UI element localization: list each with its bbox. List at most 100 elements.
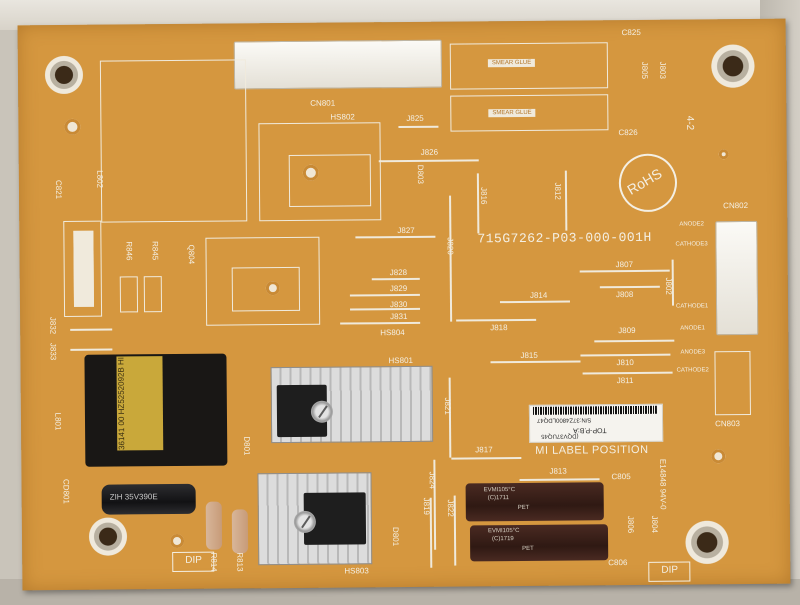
refdes-j804: J804 (650, 515, 660, 534)
label-cathode3: CATHODE3 (675, 241, 708, 248)
refdes-r846: R846 (124, 241, 134, 261)
cap-text-6: PET (522, 545, 534, 552)
resistor-r845-outline (143, 276, 163, 313)
ul-mark: E14848 94V-0 (658, 458, 668, 510)
refdes-c805: C805 (611, 472, 631, 482)
mounting-hole-top-right (707, 40, 759, 92)
label-anode3: ANODE3 (680, 349, 706, 356)
refdes-c806: C806 (608, 558, 628, 568)
resistor-r814 (205, 501, 223, 550)
connector-cn802 (715, 220, 759, 336)
refdes-q804: Q804 (186, 244, 196, 265)
refdes-d803: D803 (415, 164, 426, 184)
jumper-j815 (490, 360, 581, 364)
refdes-hs801: HS801 (388, 355, 413, 366)
refdes-cd801: CD801 (61, 478, 71, 504)
refdes-cn802: CN802 (723, 200, 749, 211)
jumper-j808 (599, 285, 660, 289)
refdes-d801: D801 (242, 436, 252, 456)
jumper-j810 (580, 353, 671, 357)
rohs-logo: RoHS (608, 143, 688, 223)
component-outline (288, 154, 372, 207)
refdes-j808: J808 (615, 289, 634, 300)
refdes-j818: J818 (490, 323, 508, 333)
jumper-j828 (371, 277, 420, 281)
corner-mark: 4-2 (684, 115, 696, 131)
refdes-cn801: CN801 (310, 98, 336, 108)
refdes-j807: J807 (615, 260, 634, 270)
jumper-j817 (451, 456, 522, 460)
connector-cn803-outline (714, 350, 751, 416)
capacitor-c806: EVMI105°C (C)1719 PET (469, 524, 609, 562)
rohs-text: RoHS (624, 165, 665, 198)
refdes-j820: J820 (445, 237, 455, 255)
refdes-l801: L801 (53, 412, 63, 431)
refdes-r813: R813 (235, 552, 245, 572)
refdes-l802: L802 (95, 170, 105, 189)
small-hole (711, 449, 726, 464)
cap-text-3: PET (517, 504, 530, 512)
dip-arrow-left: DIP (172, 551, 215, 573)
mounting-hole-bottom-right (681, 517, 733, 568)
refdes-j806: J806 (626, 515, 636, 534)
jumper-j833 (70, 348, 113, 351)
jumper-j818 (456, 318, 537, 322)
refdes-hs802: HS802 (330, 112, 355, 122)
refdes-j832: J832 (48, 316, 58, 335)
refdes-j814: J814 (529, 290, 548, 300)
refdes-j815: J815 (520, 350, 538, 360)
dip-arrow-right: DIP (648, 561, 691, 582)
jumper-j812 (564, 170, 568, 231)
refdes-j810: J810 (616, 357, 634, 368)
label-anode2: ANODE2 (679, 221, 705, 228)
refdes-c826: C826 (618, 127, 638, 138)
refdes-j821: J821 (442, 397, 453, 415)
connector-cn801 (233, 39, 443, 90)
refdes-j829: J829 (389, 283, 408, 294)
cap-text-5: (C)1719 (492, 536, 514, 543)
resistor-r813 (231, 509, 249, 554)
label-cathode1: CATHODE1 (676, 303, 709, 310)
refdes-cn803: CN803 (715, 419, 740, 429)
smear-glue-label-1: SMEAR GLUE (487, 58, 536, 68)
board-part-number: 715G7262-P03-000-001H (477, 229, 652, 247)
jumper-j820 (449, 195, 453, 322)
sticker-code: (DQV37UQ45 (541, 432, 579, 439)
jumper-j830 (350, 307, 421, 311)
mounting-hole-top-left (41, 52, 87, 98)
dip-right-text: DIP (661, 564, 679, 576)
jumper-j826 (378, 159, 479, 163)
refdes-j824: J824 (427, 471, 437, 489)
capacitor-c805: EVMI105°C (C)1711 PET (465, 482, 604, 522)
refdes-j809: J809 (618, 325, 636, 336)
cap-text-2: (C)1711 (487, 495, 509, 502)
refdes-d801b: D801 (391, 526, 401, 547)
refdes-j817: J817 (475, 445, 493, 455)
jumper-j831 (340, 321, 421, 325)
transformer-label: 36141 00 HZ5252092B HI (116, 356, 164, 451)
refdes-j802: J802 (663, 277, 674, 295)
component-outline (73, 230, 95, 307)
jumper-j821 (448, 377, 452, 458)
small-hole (718, 149, 729, 160)
mounting-hole-bottom-left (85, 514, 131, 559)
jumper-j825 (398, 125, 439, 129)
refdes-j811: J811 (616, 376, 634, 386)
label-anode1: ANODE1 (680, 325, 705, 332)
refdes-c825: C825 (621, 27, 641, 38)
cap-text-4: EVMI105°C (487, 528, 520, 535)
refdes-hs803: HS803 (344, 566, 369, 576)
small-hole (64, 118, 81, 135)
smear-glue-label-2: SMEAR GLUE (488, 108, 536, 118)
refdes-j827: J827 (397, 225, 415, 236)
mi-label-position: MI LABEL POSITION (535, 443, 649, 457)
refdes-j805: J805 (640, 61, 650, 80)
refdes-j825: J825 (406, 113, 424, 123)
jumper-j832 (70, 328, 113, 331)
small-hole (169, 533, 185, 549)
refdes-c821: C821 (53, 179, 64, 200)
jumper-j829 (349, 293, 420, 297)
screw (293, 510, 316, 533)
refdes-j819: J819 (421, 497, 432, 516)
dip-left-text: DIP (185, 554, 202, 566)
